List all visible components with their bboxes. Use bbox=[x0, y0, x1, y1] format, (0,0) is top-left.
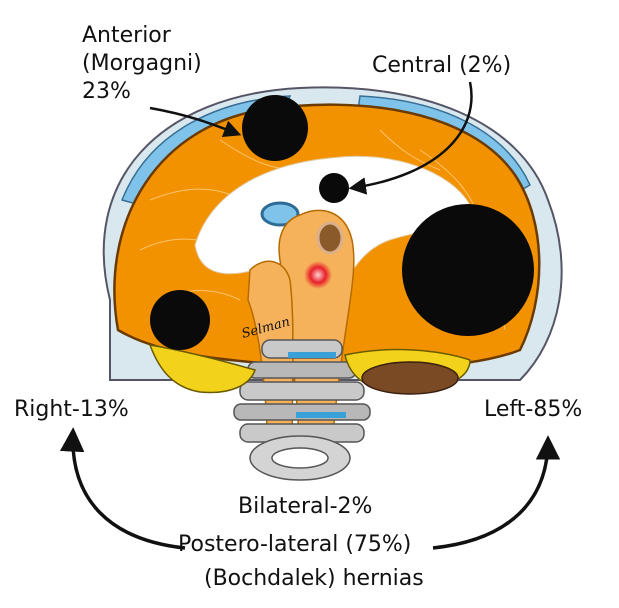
arrow-to-left bbox=[433, 440, 548, 548]
postero-lateral-label: Postero-lateral (75%) bbox=[178, 531, 411, 559]
arrow-to-right bbox=[73, 432, 185, 548]
central-label: Central (2%) bbox=[372, 52, 511, 80]
anterior-label: Anterior (Morgagni) 23% bbox=[82, 22, 202, 106]
bochdalek-label: (Bochdalek) hernias bbox=[204, 565, 424, 593]
left-kidney-brown bbox=[362, 362, 458, 394]
aorta-icon bbox=[304, 261, 332, 289]
anterior-label-line1: Anterior bbox=[82, 22, 202, 50]
central-hernia-icon bbox=[319, 173, 349, 203]
anterior-right-hernia-icon bbox=[242, 95, 308, 161]
anterior-label-line3: 23% bbox=[82, 78, 202, 106]
esophagus-icon bbox=[318, 223, 342, 253]
right-label: Right-13% bbox=[14, 396, 129, 424]
anterior-label-line2: (Morgagni) bbox=[82, 50, 202, 78]
left-label: Left-85% bbox=[484, 396, 582, 424]
right-posterolateral-hernia-icon bbox=[150, 290, 210, 350]
bilateral-label: Bilateral-2% bbox=[238, 493, 372, 521]
left-posterolateral-hernia-icon bbox=[402, 204, 534, 336]
